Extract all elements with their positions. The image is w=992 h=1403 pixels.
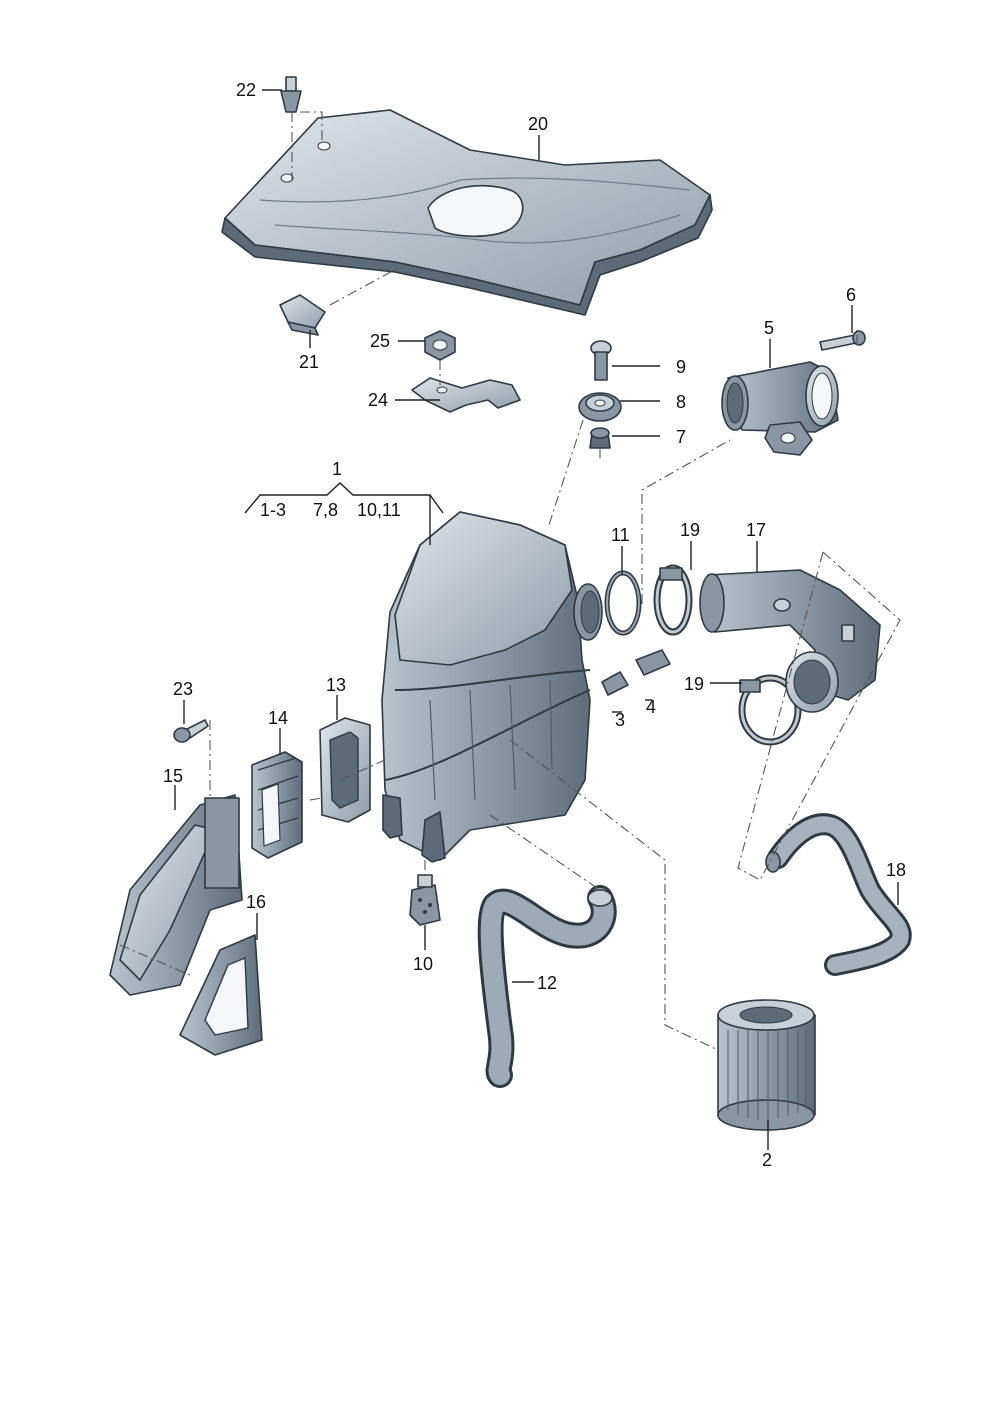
label-part-7: 7 xyxy=(676,427,686,447)
label-part-11: 11 xyxy=(611,525,630,545)
air-guide-part-16 xyxy=(179,934,263,1056)
label-part-2: 2 xyxy=(762,1150,772,1170)
bolt-part-9 xyxy=(590,340,612,381)
bracket-part-24 xyxy=(411,377,521,413)
label-part-25: 25 xyxy=(370,331,390,351)
label-part-8: 8 xyxy=(676,392,686,412)
air-mass-meter-part-5 xyxy=(721,361,839,456)
label-part-6: 6 xyxy=(846,285,856,305)
label-part-16: 16 xyxy=(246,892,266,912)
screw-part-23 xyxy=(173,719,209,743)
group-bracket-1 xyxy=(244,482,444,545)
label-part-4: 4 xyxy=(646,697,656,717)
hose-clamp-part-19-upper xyxy=(653,564,693,636)
label-part-15: 15 xyxy=(163,766,183,786)
rubber-mount-part-8 xyxy=(578,392,622,422)
filter-element-part-2 xyxy=(717,999,816,1131)
hose-part-3 xyxy=(601,671,629,696)
air-filter-housing-part-1 xyxy=(381,511,603,863)
label-range-7-8: 7,8 xyxy=(313,500,338,520)
label-range-10-11: 10,11 xyxy=(357,500,401,520)
o-ring-part-11 xyxy=(604,570,642,636)
label-part-12: 12 xyxy=(537,973,557,993)
leader-lines xyxy=(174,89,899,1150)
label-part-21: 21 xyxy=(299,352,319,372)
hose-part-4 xyxy=(635,649,671,676)
push-rivet-part-22 xyxy=(280,76,302,113)
label-part-17: 17 xyxy=(746,520,766,540)
label-part-18: 18 xyxy=(886,860,906,880)
label-part-19-upper: 19 xyxy=(680,520,700,540)
label-part-20: 20 xyxy=(528,114,548,134)
label-part-5: 5 xyxy=(764,318,774,338)
label-group-1: 1 xyxy=(332,459,342,479)
label-range-1-3: 1-3 xyxy=(260,500,286,520)
hose-clamp-part-19-lower xyxy=(738,674,802,746)
screw-part-6 xyxy=(819,330,866,351)
engine-cover-part-20 xyxy=(221,109,713,316)
label-part-9: 9 xyxy=(676,357,686,377)
label-part-22: 22 xyxy=(236,80,256,100)
hose-part-18 xyxy=(765,813,912,976)
air-duct-part-15 xyxy=(109,794,243,996)
part-labels: 1 1-3 7,8 10,11 2 3 4 5 6 7 8 9 10 11 12… xyxy=(163,80,906,1170)
label-part-3: 3 xyxy=(615,710,625,730)
grommet-part-7 xyxy=(589,427,611,449)
intake-hose-part-17 xyxy=(699,569,881,713)
clip-part-21 xyxy=(279,294,326,336)
valve-part-10 xyxy=(409,874,441,926)
seal-part-13 xyxy=(319,717,371,823)
boot-part-14 xyxy=(251,751,303,859)
label-part-14: 14 xyxy=(268,708,288,728)
label-part-23: 23 xyxy=(173,679,193,699)
assembly-lines xyxy=(119,111,901,1051)
label-part-13: 13 xyxy=(326,675,346,695)
drain-hose-part-12 xyxy=(477,885,617,1088)
label-part-10: 10 xyxy=(413,954,433,974)
nut-part-25 xyxy=(424,330,456,361)
label-part-24: 24 xyxy=(368,390,388,410)
label-part-19-lower: 19 xyxy=(684,674,704,694)
